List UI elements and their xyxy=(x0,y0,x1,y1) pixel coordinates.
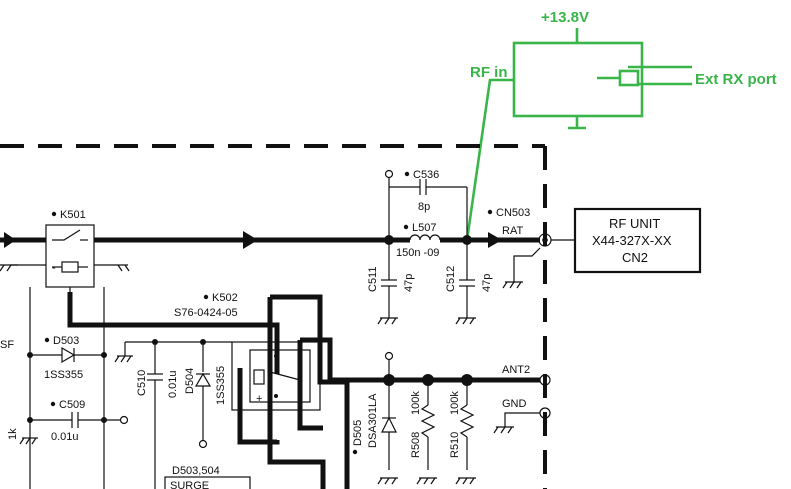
c536-ref: C536 xyxy=(413,169,439,181)
c510-ref: C510 xyxy=(136,370,148,396)
d504-part: 1SS355 xyxy=(215,366,227,405)
c510-value: 0.01u xyxy=(167,370,179,398)
d505-part: DSA301LA xyxy=(367,393,379,448)
surge-note: D503,504 SURGE xyxy=(164,465,251,489)
inductor-l507: L507 150n -09 xyxy=(396,222,441,259)
supply-voltage-label: +13.8V xyxy=(541,9,589,26)
rf-unit-title: RF UNIT xyxy=(609,216,660,231)
c509-value: 0.01u xyxy=(51,431,79,443)
diode-d505: D505 DSA301LA xyxy=(352,351,397,470)
ext-rx-port-label: Ext RX port xyxy=(695,71,777,88)
c509-ref: C509 xyxy=(59,399,85,411)
rf-unit-part: X44-327X-XX xyxy=(592,233,672,248)
bottom-grounds xyxy=(377,477,476,485)
c512-value: 47p xyxy=(481,274,493,292)
r510-ref: R510 xyxy=(449,432,461,458)
capacitor-c512: C512 47p xyxy=(445,240,493,325)
rat-label: RAT xyxy=(502,225,523,237)
note-diodes: D503,504 xyxy=(172,465,220,477)
gnd-label: GND xyxy=(502,398,527,410)
diode-d504: D504 1SS355 xyxy=(184,339,227,449)
l507-value: 150n -09 xyxy=(396,247,439,259)
rf-unit-box: RF UNIT X44-327X-XX CN2 xyxy=(573,207,702,274)
cn503-ref: CN503 xyxy=(496,207,530,219)
d503-ref: D503 xyxy=(53,335,79,347)
left-1k-label: 1k xyxy=(7,428,19,440)
external-rx-box: +13.8V RF in Ext RX port xyxy=(465,9,777,241)
rf-unit-connector: CN2 xyxy=(622,250,648,265)
svg-text:-: - xyxy=(52,262,56,274)
c511-ref: C511 xyxy=(367,267,379,292)
d503-part: 1SS355 xyxy=(44,369,83,381)
capacitor-c510: C510 0.01u xyxy=(114,339,232,489)
resistor-r510: R510 100k xyxy=(449,380,475,470)
relay-k502: K502 S76-0424-05 + xyxy=(174,292,350,489)
k501-ref: K501 xyxy=(60,209,86,221)
resistor-r508: R508 100k xyxy=(410,380,436,470)
connector-cn503: CN503 RAT xyxy=(487,207,575,289)
c536-value: 8p xyxy=(418,201,430,213)
c511-value: 47p xyxy=(403,274,415,292)
d504-ref: D504 xyxy=(184,368,196,394)
left-sf-label: SF xyxy=(0,339,14,351)
d505-ref: D505 xyxy=(352,420,364,446)
capacitor-c511: C511 47p xyxy=(367,240,415,325)
l507-ref: L507 xyxy=(412,222,436,234)
ant2-label: ANT2 xyxy=(502,364,530,376)
board-boundary xyxy=(0,144,547,489)
r508-ref: R508 xyxy=(410,432,422,458)
k502-part: S76-0424-05 xyxy=(174,307,238,319)
r510-value: 100k xyxy=(449,391,461,415)
capacitor-c536: C536 8p xyxy=(384,169,468,240)
relay-k501: K501 - xyxy=(0,209,130,489)
rf-in-label: RF in xyxy=(470,64,508,81)
c512-ref: C512 xyxy=(445,266,457,292)
svg-text:+: + xyxy=(256,393,262,405)
k502-ref: K502 xyxy=(212,292,238,304)
r508-value: 100k xyxy=(410,391,422,415)
note-surge: SURGE xyxy=(170,480,209,489)
